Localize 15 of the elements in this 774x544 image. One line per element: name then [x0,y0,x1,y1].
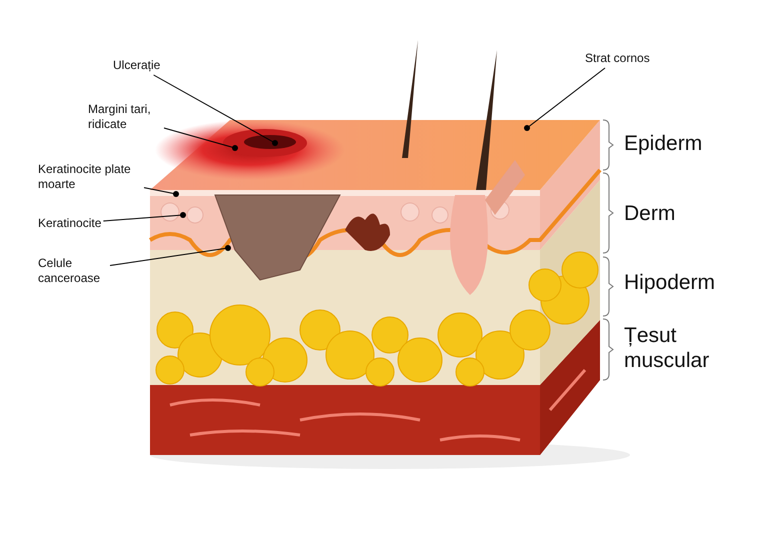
callout-label: Celule canceroase [38,256,108,286]
layer-label: Derm [624,201,676,226]
leader-line [164,128,238,151]
leader-line [153,74,278,146]
layer-label: Hipoderm [624,270,716,295]
leader-line [524,68,606,131]
callout-label: Ulcerație [113,58,160,73]
layer-label: Epiderm [624,131,702,156]
leader-line [102,212,186,222]
leader-line [110,245,231,266]
callout-label: Margini tari, ridicate [88,102,162,132]
layer-label: Țesut muscular [624,323,710,373]
callout-label: Strat cornos [585,51,650,66]
callout-label: Keratinocite plate moarte [38,162,142,192]
callout-label: Keratinocite [38,216,102,231]
